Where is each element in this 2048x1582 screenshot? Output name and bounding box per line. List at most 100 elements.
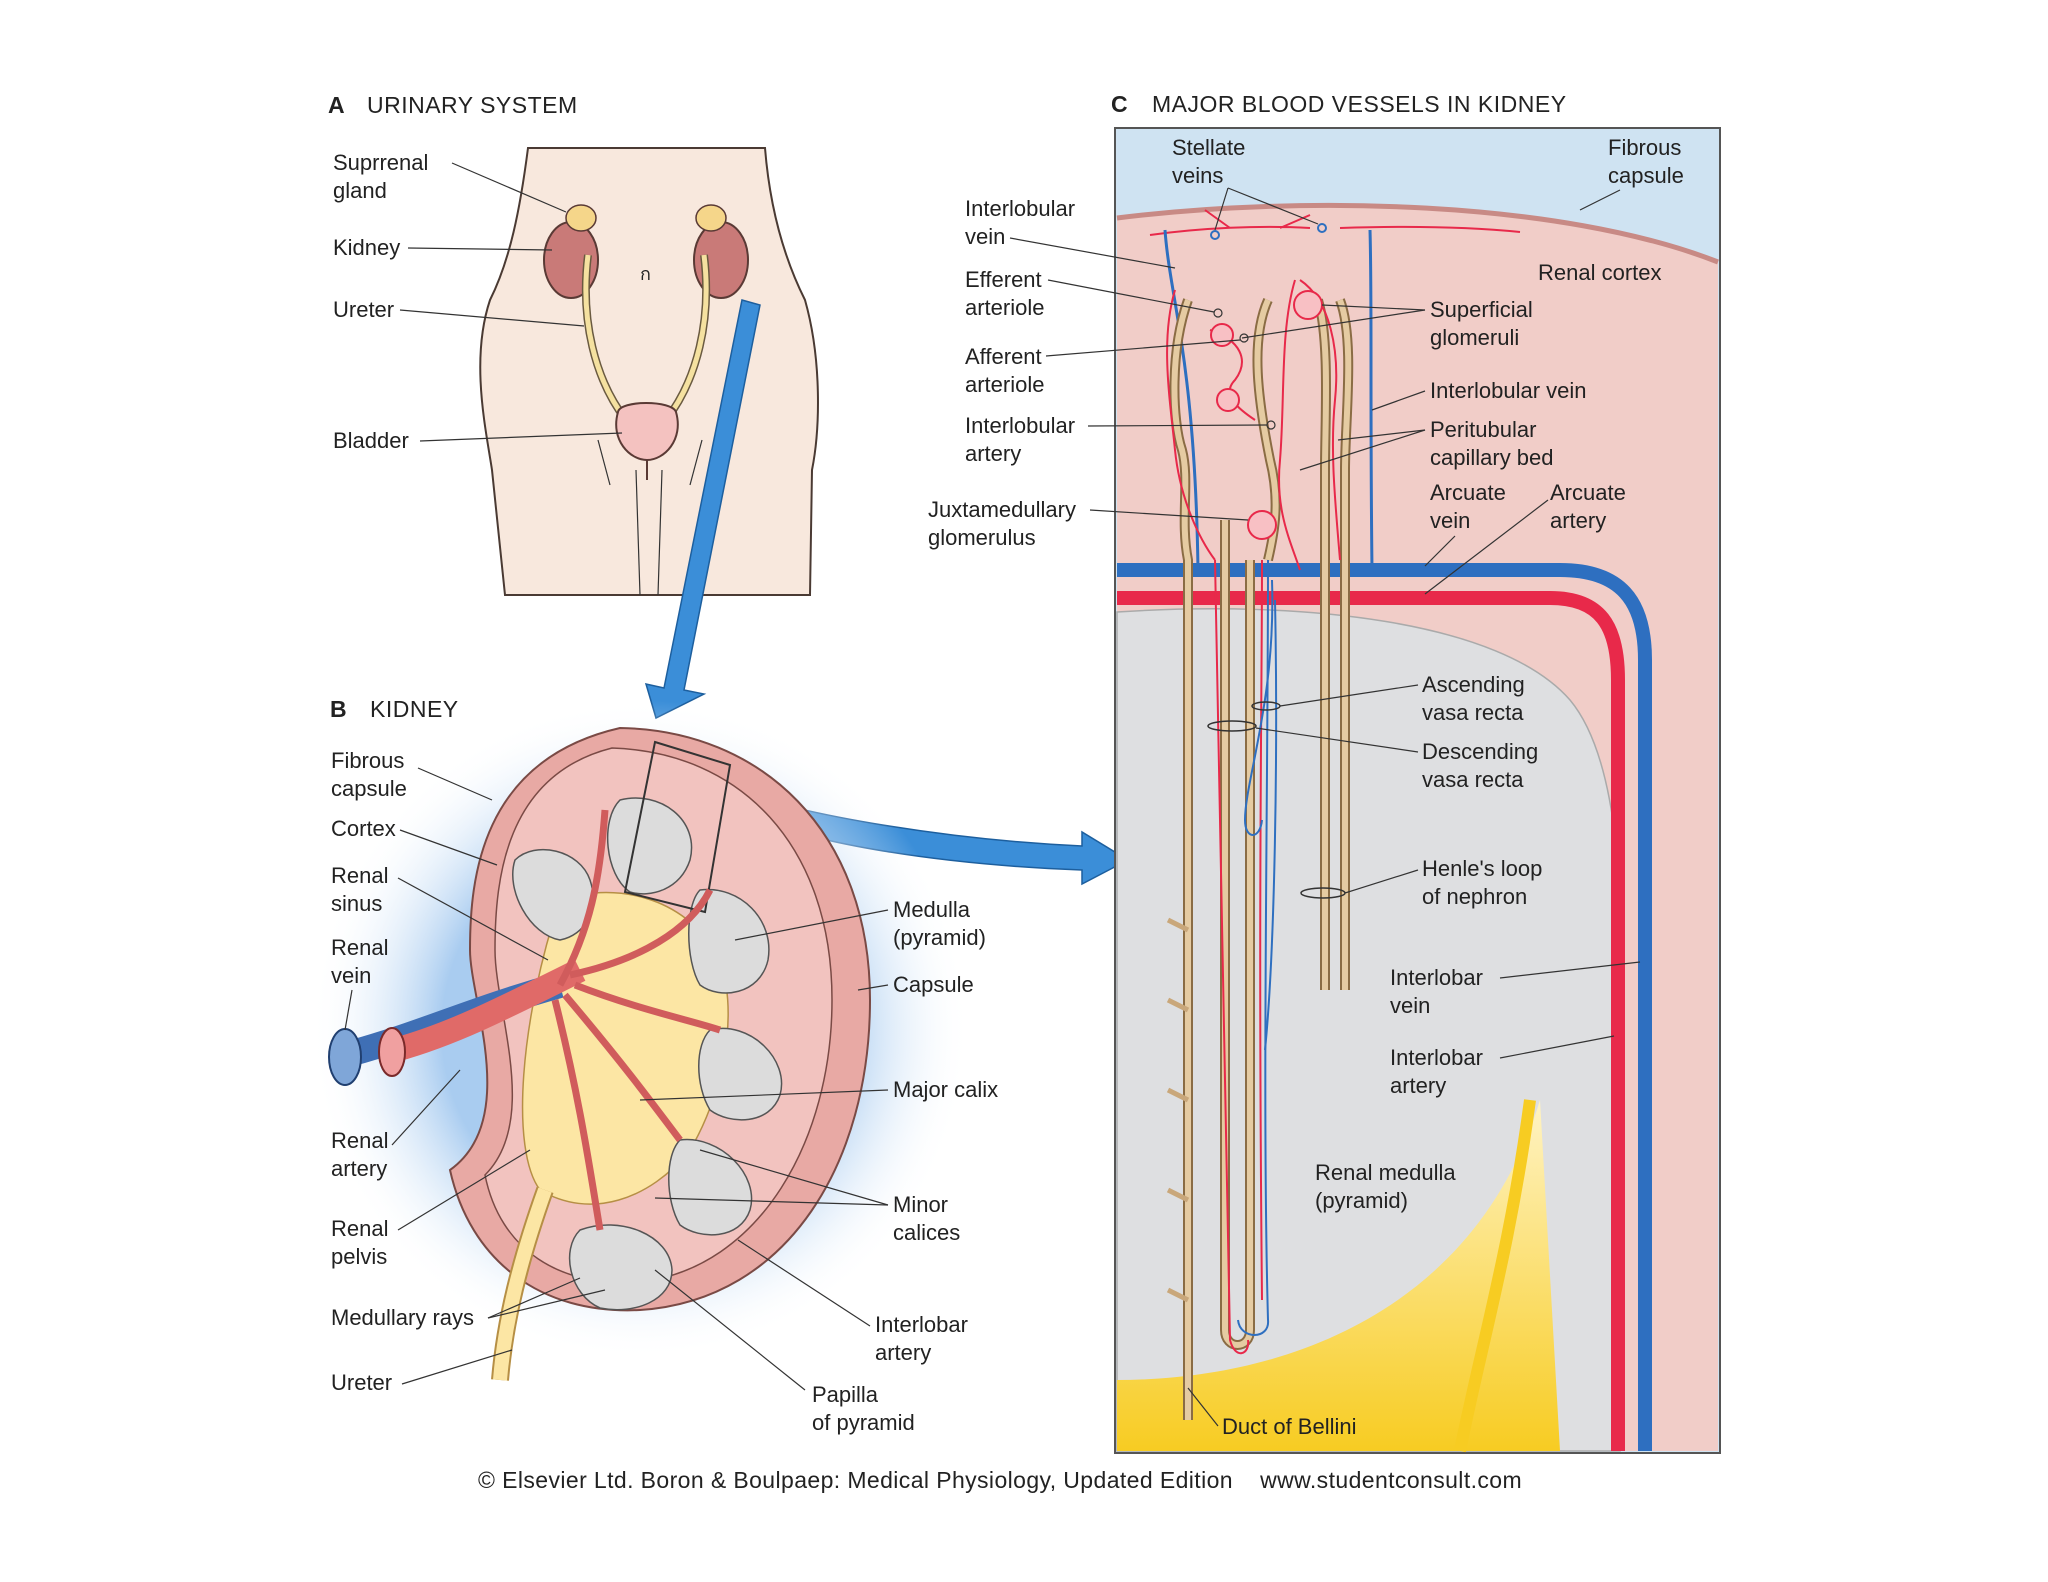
label-c-efferent-line2: arteriole xyxy=(965,295,1044,320)
leader-c-il-artery xyxy=(1087,424,1268,427)
label-suprarenal-line2: gland xyxy=(333,178,387,203)
leader-b-vein xyxy=(344,989,353,1031)
label-c-arcuate-artery-line2: artery xyxy=(1550,508,1606,533)
superficial-glomerulus-3 xyxy=(1216,388,1240,412)
label-b-sinus-line2: sinus xyxy=(331,891,382,916)
fibrous-capsule-band xyxy=(1116,202,1719,265)
interlobular-vein-right xyxy=(1368,229,1374,571)
label-c-arcuate-vein-line1: Arcuate xyxy=(1430,480,1506,505)
leader-c-efferent xyxy=(1047,279,1215,313)
label-c-arcuate-vein-line2: vein xyxy=(1430,508,1470,533)
leader-c-peritubular-2 xyxy=(1299,429,1426,471)
label-c-afferent-line2: arteriole xyxy=(965,372,1044,397)
label-c-il-vein-line2: vein xyxy=(965,224,1005,249)
renal-artery-opening xyxy=(378,1027,406,1077)
leader-b-minor-1 xyxy=(699,1149,889,1206)
leader-c-henle xyxy=(1344,869,1419,894)
zoom-box xyxy=(623,740,732,914)
label-c-medulla-line1: Renal medulla xyxy=(1315,1160,1456,1185)
label-b-medulla-line2: (pyramid) xyxy=(893,925,986,950)
label-bladder: Bladder xyxy=(333,428,409,453)
label-b-minor-line1: Minor xyxy=(893,1192,948,1217)
label-b-cortex: Cortex xyxy=(331,816,396,841)
leader-b-rays-2 xyxy=(487,1289,606,1319)
leader-b-papilla xyxy=(654,1269,806,1391)
label-c-renal-cortex: Renal cortex xyxy=(1538,260,1662,285)
leader-c-arcuate-artery xyxy=(1424,499,1549,595)
panel-b-kidney: B KIDNEY xyxy=(310,696,998,1435)
panel-a-letter: A xyxy=(328,92,345,118)
leader-c-superficial-1 xyxy=(1321,304,1426,311)
label-c-il-artery-line2: artery xyxy=(965,441,1021,466)
leader-c-juxta xyxy=(1089,509,1249,521)
vasa-recta-venous xyxy=(1237,559,1278,1336)
label-b-pelvis-line2: pelvis xyxy=(331,1244,387,1269)
interlobular-vein-left xyxy=(1163,229,1200,571)
leg-line-left xyxy=(635,469,641,596)
label-c-interlobar-vein-line1: Interlobar xyxy=(1390,965,1483,990)
leader-c-asc xyxy=(1279,684,1419,707)
leader-c-fibrous xyxy=(1579,189,1621,211)
label-b-medulla-line1: Medulla xyxy=(893,897,971,922)
label-c-arcuate-artery-line1: Arcuate xyxy=(1550,480,1626,505)
stellate-vein-1 xyxy=(1210,230,1220,240)
label-b-papilla-line2: of pyramid xyxy=(812,1410,915,1435)
body-silhouette xyxy=(479,147,819,596)
label-b-medullary-rays: Medullary rays xyxy=(331,1305,474,1330)
label-b-papilla-line1: Papilla xyxy=(812,1382,879,1407)
label-b-vein-line1: Renal xyxy=(331,935,388,960)
label-c-interlobar-artery-line1: Interlobar xyxy=(1390,1045,1483,1070)
label-b-ureter: Ureter xyxy=(331,1370,392,1395)
interlobar-arteries xyxy=(551,809,722,1231)
bellini-yellow-duct xyxy=(1454,1099,1536,1453)
pyramid-5 xyxy=(668,1138,753,1236)
label-c-il-vein-right: Interlobular vein xyxy=(1430,378,1587,403)
arcuate-interlobar-artery xyxy=(1117,591,1625,1451)
leader-b-artery xyxy=(391,1069,461,1146)
superficial-glomerulus-1 xyxy=(1293,290,1323,320)
copyright-credit: © Elsevier Ltd. Boron & Boulpaep: Medica… xyxy=(478,1467,1522,1493)
panel-a-title: URINARY SYSTEM xyxy=(367,92,578,118)
label-b-artery-line2: artery xyxy=(331,1156,387,1181)
label-c-il-vein-line1: Interlobular xyxy=(965,196,1075,221)
leader-c-afferent xyxy=(1045,339,1241,357)
bladder xyxy=(615,402,679,462)
label-c-bellini: Duct of Bellini xyxy=(1222,1414,1357,1439)
arcuate-interlobar-vein xyxy=(1117,563,1652,1451)
collecting-duct-branches xyxy=(1166,917,1190,1303)
leader-c-desc xyxy=(1255,727,1419,753)
label-c-stellate-line1: Stellate xyxy=(1172,135,1245,160)
label-b-vein-line2: vein xyxy=(331,963,371,988)
label-c-desc-line2: vasa recta xyxy=(1422,767,1524,792)
leader-suprarenal xyxy=(451,162,567,213)
leader-bladder xyxy=(419,432,623,442)
panel-c-blood-vessels: C MAJOR BLOOD VESSELS IN KIDNEY xyxy=(928,91,1721,1454)
label-c-juxta-line2: glomerulus xyxy=(928,525,1036,550)
leader-b-sinus xyxy=(397,877,549,961)
leader-c-il-vein-right xyxy=(1371,390,1426,411)
label-c-fibrous-line2: capsule xyxy=(1608,163,1684,188)
label-c-henle-line1: Henle's loop xyxy=(1422,856,1542,881)
leader-ureter-a xyxy=(399,309,585,327)
label-c-stellate-line2: veins xyxy=(1172,163,1223,188)
hip-line-left xyxy=(597,439,611,486)
efferent-marker xyxy=(1213,308,1223,318)
leader-c-peritubular-1 xyxy=(1337,429,1426,441)
label-b-fibrous-line1: Fibrous xyxy=(331,748,404,773)
hip-line-right xyxy=(689,439,703,486)
label-c-superficial-line2: glomeruli xyxy=(1430,325,1519,350)
leader-b-rays-1 xyxy=(487,1277,581,1319)
label-b-interlobar-line1: Interlobar xyxy=(875,1312,968,1337)
capsular-vessels-right xyxy=(1339,225,1521,233)
label-ureter-a: Ureter xyxy=(333,297,394,322)
panel-c-title: MAJOR BLOOD VESSELS IN KIDNEY xyxy=(1152,91,1567,117)
renal-vein-opening xyxy=(328,1028,362,1086)
label-c-interlobar-artery-line2: artery xyxy=(1390,1073,1446,1098)
afferent-marker xyxy=(1239,333,1249,343)
label-c-il-artery-line1: Interlobular xyxy=(965,413,1075,438)
stellate-vein-2 xyxy=(1317,223,1327,233)
label-c-peritubular-line1: Peritubular xyxy=(1430,417,1536,442)
right-adrenal-gland xyxy=(695,204,727,232)
label-b-sinus-line1: Renal xyxy=(331,863,388,888)
